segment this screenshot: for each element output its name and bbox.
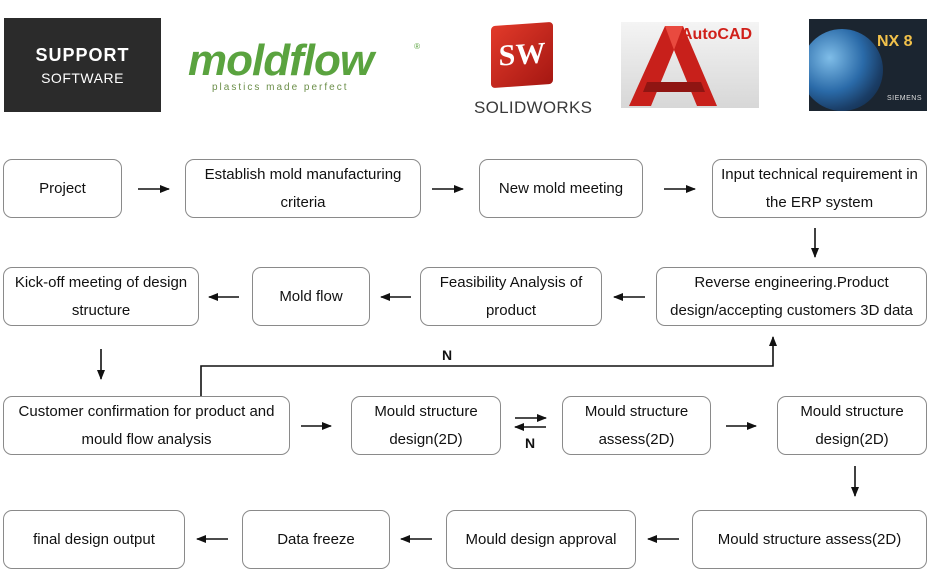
nx-vendor: SIEMENS (887, 95, 923, 102)
moldflow-tagline: plastics made perfect (212, 82, 349, 93)
moldflow-wordmark: moldflow (188, 36, 374, 85)
step-mould-structure-design-2: Mould structure design(2D) (777, 396, 927, 455)
autocad-logo: AutoCAD (621, 22, 759, 108)
step-data-freeze: Data freeze (242, 510, 390, 569)
step-mould-structure-assess-1: Mould structure assess(2D) (562, 396, 711, 455)
step-customer-confirmation: Customer confirmation for product and mo… (3, 396, 290, 455)
arrow-loop-customer-to-reverse (200, 336, 777, 396)
nx-version: NX 8 (877, 33, 913, 50)
globe-icon (809, 29, 883, 111)
support-line1: SUPPORT (35, 44, 130, 65)
loop-n-label: N (442, 347, 453, 363)
step-input-requirement: Input technical requirement in the ERP s… (712, 159, 927, 218)
step-establish-criteria: Establish mold manufacturing criteria (185, 159, 421, 218)
step-mold-flow: Mold flow (252, 267, 370, 326)
step-reverse-engineering: Reverse engineering.Product design/accep… (656, 267, 927, 326)
assess-n-label: N (525, 435, 536, 451)
support-line2: SOFTWARE (41, 69, 124, 86)
step-mould-design-approval: Mould design approval (446, 510, 636, 569)
step-project: Project (3, 159, 122, 218)
step-kickoff-meeting: Kick-off meeting of design structure (3, 267, 199, 326)
step-mould-structure-assess-2: Mould structure assess(2D) (692, 510, 927, 569)
step-final-design-output: final design output (3, 510, 185, 569)
nx-logo: NX 8 SIEMENS (809, 19, 927, 111)
autocad-a-icon (629, 26, 717, 106)
solidworks-name: SOLIDWORKS (474, 98, 593, 117)
support-software-logo: SUPPORT SOFTWARE (4, 18, 161, 112)
step-mould-structure-design-1: Mould structure design(2D) (351, 396, 501, 455)
solidworks-logo: SW SOLIDWORKS (470, 21, 592, 118)
autocad-name: AutoCAD (681, 26, 753, 43)
step-feasibility-analysis: Feasibility Analysis of product (420, 267, 602, 326)
step-new-mold-meeting: New mold meeting (479, 159, 643, 218)
moldflow-registered-mark: ® (414, 42, 420, 51)
moldflow-logo: moldflow ® plastics made perfect (186, 38, 426, 100)
